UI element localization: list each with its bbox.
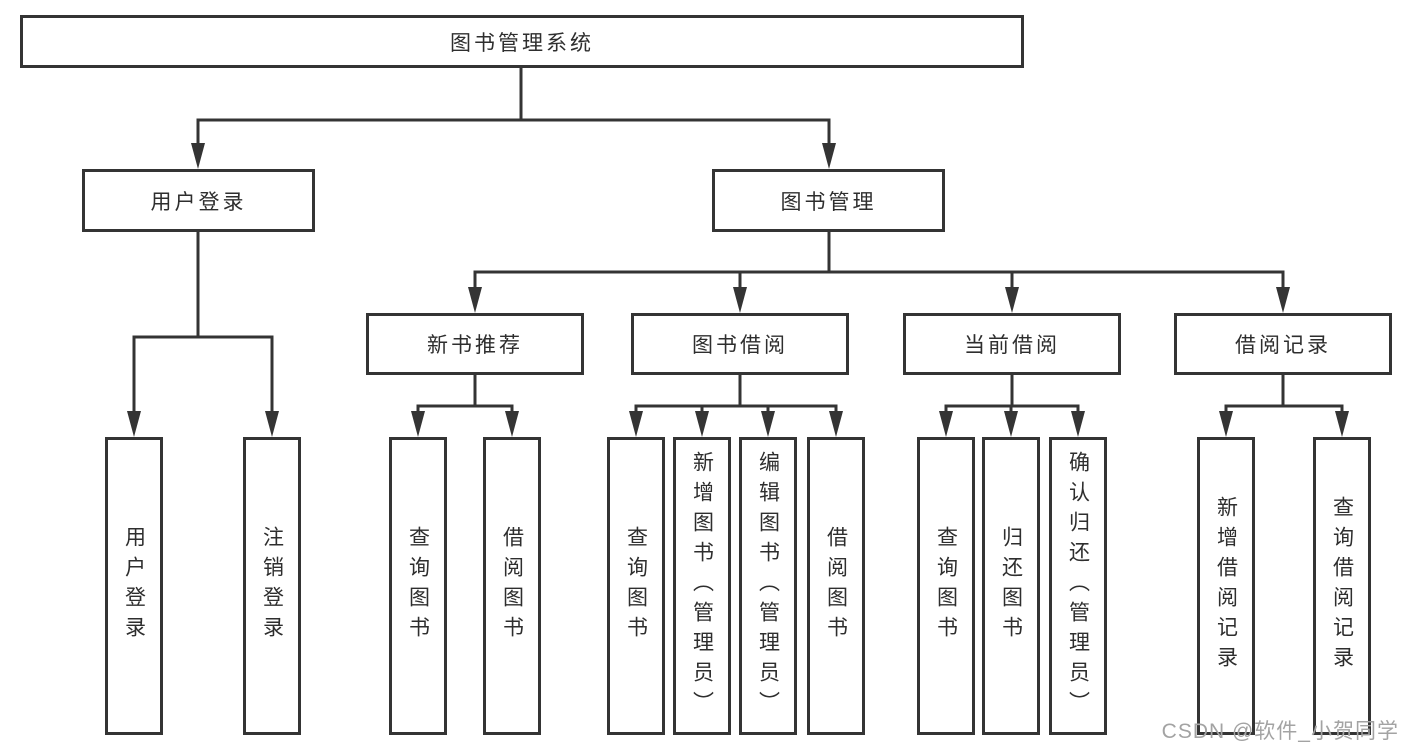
node-recommend-query-books: 查询图书	[389, 437, 447, 735]
node-borrow-query-books: 查询图书	[607, 437, 665, 735]
watermark: CSDN @软件_小贺同学	[1161, 720, 1399, 743]
node-records-query-borrow-record: 查询借阅记录	[1313, 437, 1371, 735]
node-borrow-edit-books-admin: 编辑图书（管理员）	[739, 437, 797, 735]
node-borrow-add-books-admin: 新增图书（管理员）	[673, 437, 731, 735]
node-login-user-login: 用户登录	[105, 437, 163, 735]
node-new-book-recommendation: 新书推荐	[366, 313, 584, 375]
node-borrow-borrow-books: 借阅图书	[807, 437, 865, 735]
node-current-borrowing: 当前借阅	[903, 313, 1121, 375]
node-records-add-borrow-record: 新增借阅记录	[1197, 437, 1255, 735]
node-login-logout: 注销登录	[243, 437, 301, 735]
node-library-management-system: 图书管理系统	[20, 15, 1024, 68]
node-current-return-books: 归还图书	[982, 437, 1040, 735]
node-recommend-borrow-books: 借阅图书	[483, 437, 541, 735]
node-user-login: 用户登录	[82, 169, 315, 232]
node-book-management: 图书管理	[712, 169, 945, 232]
node-current-confirm-return-admin: 确认归还（管理员）	[1049, 437, 1107, 735]
node-borrowing-records: 借阅记录	[1174, 313, 1392, 375]
node-book-borrowing: 图书借阅	[631, 313, 849, 375]
node-current-query-books: 查询图书	[917, 437, 975, 735]
